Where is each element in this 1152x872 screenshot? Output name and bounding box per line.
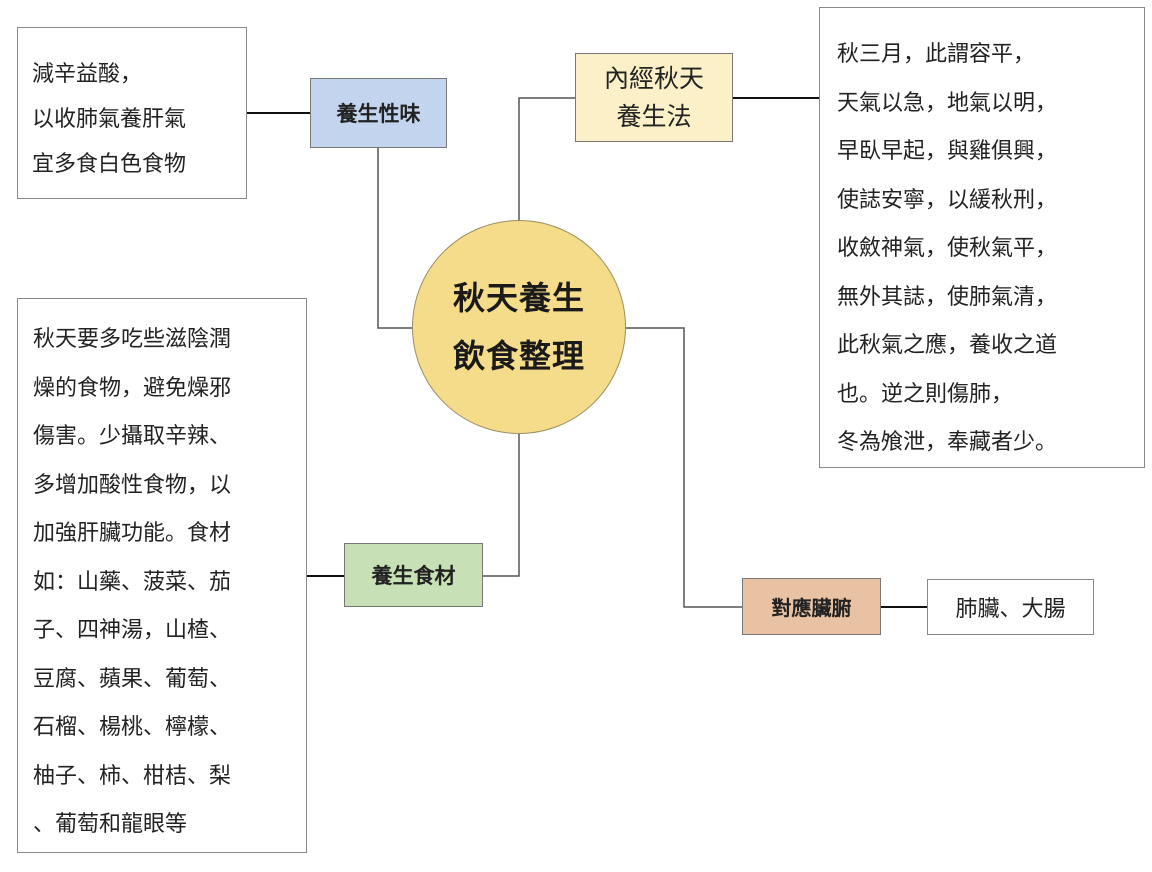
- detail-line: 傷害。少攝取辛辣、: [33, 424, 232, 449]
- branch-node-zangfu[interactable]: 對應臟腑: [742, 578, 881, 635]
- center-topic-line-1: 秋天養生: [452, 279, 585, 317]
- detail-line: 石榴、楊桃、檸檬、: [33, 715, 232, 740]
- detail-box-zangfu[interactable]: 肺臟、大腸: [927, 579, 1094, 635]
- detail-line: 無外其誌，使肺氣清，: [837, 284, 1058, 310]
- detail-box-shicai[interactable]: 秋天要多吃些滋陰潤 燥的食物，避免燥邪 傷害。少攝取辛辣、 多增加酸性食物，以 …: [17, 298, 307, 853]
- center-topic-node[interactable]: 秋天養生 飲食整理: [412, 220, 626, 434]
- branch-label-neijing-line-1: 內經秋天: [603, 63, 704, 93]
- detail-line: 以收肺氣養肝氣: [32, 107, 187, 132]
- branch-label-shicai: 養生食材: [371, 564, 456, 588]
- branch-label-neijing-line-2: 養生法: [616, 101, 692, 131]
- detail-line: 收斂神氣，使秋氣平，: [837, 236, 1058, 261]
- detail-line: 冬為飧泄，奉藏者少。: [837, 430, 1058, 455]
- detail-line: 、葡萄和龍眼等: [33, 812, 188, 837]
- detail-line: 天氣以急，地氣以明，: [837, 90, 1058, 116]
- connector-center-to-xingwei: [377, 148, 420, 329]
- detail-line: 使誌安寧，以緩秋刑，: [837, 187, 1058, 213]
- detail-line: 宜多食白色食物: [32, 152, 187, 177]
- detail-line: 多增加酸性食物，以: [33, 472, 232, 498]
- detail-line: 也。逆之則傷肺，: [837, 381, 1014, 407]
- connector-center-to-neijing: [518, 97, 575, 226]
- branch-node-shicai[interactable]: 養生食材: [344, 543, 483, 607]
- detail-line: 燥的食物，避免燥邪: [33, 375, 232, 401]
- detail-line: 此秋氣之應，養收之道: [837, 333, 1058, 358]
- detail-line: 減辛益酸，: [32, 62, 143, 87]
- detail-box-neijing[interactable]: 秋三月，此謂容平， 天氣以急，地氣以明， 早臥早起，與雞俱興， 使誌安寧，以緩秋…: [819, 7, 1145, 468]
- connector-center-to-shicai: [483, 428, 520, 577]
- center-topic-line-2: 飲食整理: [452, 337, 585, 375]
- detail-line: 秋天要多吃些滋陰潤: [33, 327, 232, 352]
- detail-line: 豆腐、蘋果、葡萄、: [33, 666, 232, 692]
- branch-label-xingwei: 養生性味: [336, 102, 421, 126]
- detail-line: 柚子、柿、柑桔、梨: [33, 763, 232, 789]
- detail-line: 如：山藥、菠菜、茄: [33, 569, 232, 595]
- detail-box-xingwei[interactable]: 減辛益酸， 以收肺氣養肝氣 宜多食白色食物: [17, 27, 247, 199]
- detail-line: 肺臟、大腸: [955, 597, 1066, 622]
- detail-line: 子、四神湯，山楂、: [33, 618, 232, 643]
- detail-line: 早臥早起，與雞俱興，: [837, 139, 1058, 164]
- branch-label-zangfu: 對應臟腑: [771, 596, 852, 620]
- detail-line: 加強肝臟功能。食材: [33, 521, 232, 546]
- branch-node-xingwei[interactable]: 養生性味: [310, 78, 447, 148]
- branch-node-neijing[interactable]: 內經秋天 養生法: [575, 53, 733, 142]
- connector-center-to-zangfu: [624, 327, 742, 608]
- detail-line: 秋三月，此謂容平，: [837, 42, 1036, 67]
